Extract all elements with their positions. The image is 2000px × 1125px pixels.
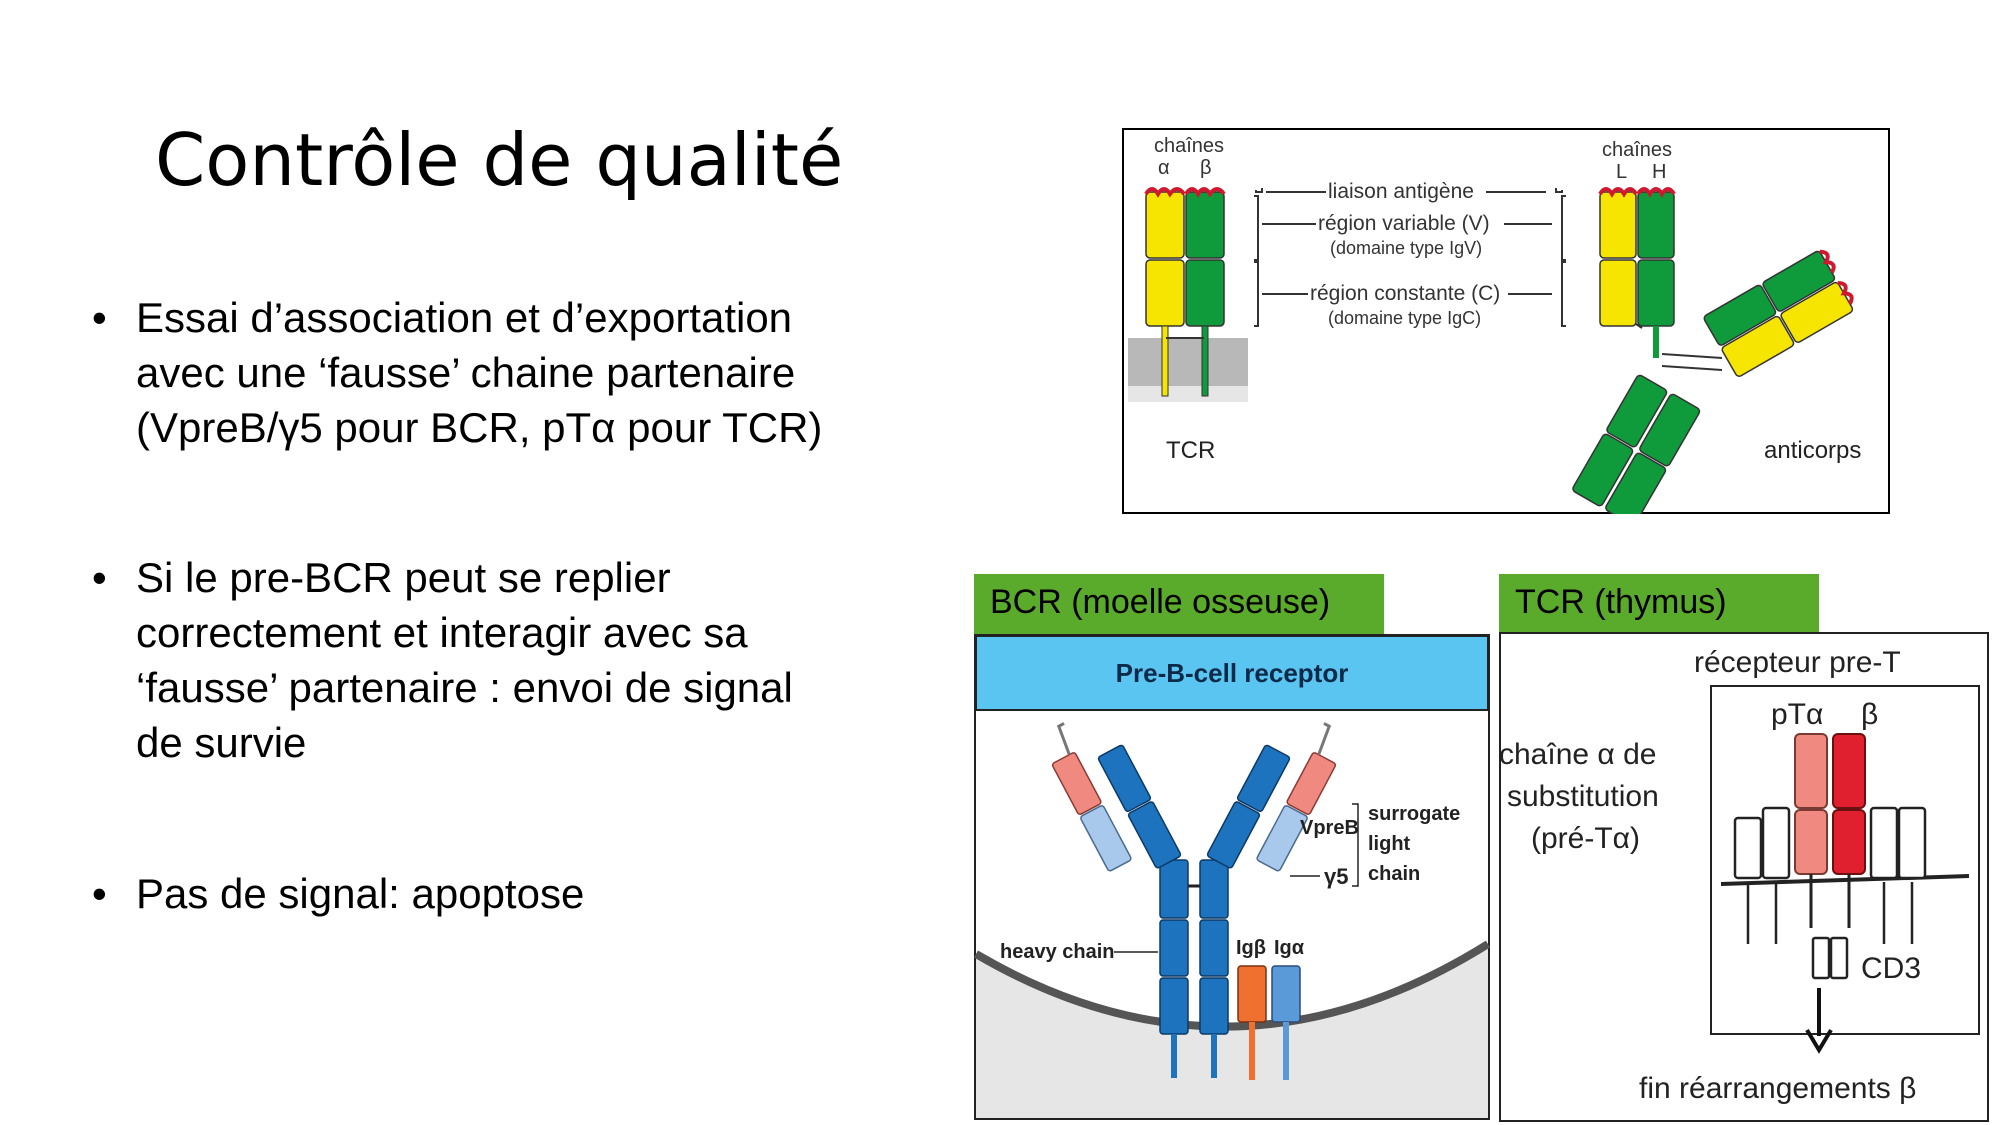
ig-beta-chain — [1237, 965, 1267, 1080]
beta-label: β — [1200, 157, 1212, 179]
cell-interior — [976, 944, 1488, 1118]
page-title: Contrôle de qualité — [155, 118, 844, 202]
substitution-line1: chaîne α de — [1499, 738, 1656, 771]
surrogate-light-chain-right — [1256, 722, 1337, 872]
pta-chain — [1794, 733, 1828, 928]
igb-label: Igβ — [1236, 937, 1266, 959]
bullet-line: correctement et interagir avec sa — [136, 609, 748, 656]
bullet-line: Si le pre-BCR peut se replier — [136, 554, 671, 601]
cd3-label: CD3 — [1861, 952, 1921, 985]
iga-label: Igα — [1274, 937, 1305, 959]
bullet-dot: • — [92, 554, 107, 601]
antibody-fab-vertical — [1598, 187, 1676, 358]
constant-region-label: région constante (C) — [1310, 282, 1500, 305]
bullet-dot: • — [92, 294, 107, 341]
bullet-line: de survie — [136, 719, 307, 766]
bullet-item: • Essai d’association et d’exportation a… — [92, 290, 956, 455]
surrogate-label: surrogate — [1368, 803, 1460, 825]
bullet-line: ‘fausse’ partenaire : envoi de signal — [136, 664, 793, 711]
variable-domain-label: (domaine type IgV) — [1330, 238, 1482, 258]
light-label: L — [1616, 161, 1627, 183]
end-rearrangements-label: fin réarrangements β — [1639, 1072, 1916, 1105]
beta-label: β — [1861, 698, 1878, 731]
antibody-fc — [1572, 374, 1701, 514]
tcr-chains-label: chaînes — [1154, 135, 1224, 157]
gamma5-label: γ5 — [1324, 864, 1348, 889]
pta-label: pTα — [1771, 698, 1823, 731]
tcr-alpha-chain — [1144, 187, 1186, 397]
heavy-chain — [1097, 744, 1291, 1078]
alpha-label: α — [1158, 157, 1170, 179]
cd3-chains — [1733, 806, 1927, 980]
antigen-binding-label: liaison antigène — [1328, 180, 1474, 203]
bullet-line: avec une ‘fausse’ chaine partenaire — [136, 349, 796, 396]
vpreb-label: VpreB — [1300, 817, 1359, 839]
bullet-item: • Pas de signal: apoptose — [92, 866, 956, 921]
ig-alpha-chain — [1271, 965, 1301, 1080]
bullet-dot: • — [92, 870, 107, 917]
surrogate-light-chain-left — [1051, 722, 1132, 872]
bcr-header: Pre-B-cell receptor — [1116, 658, 1349, 688]
bullet-line: Essai d’association et d’exportation — [136, 294, 793, 341]
pre-tcr-diagram: récepteur pre-T chaîne α de substitution… — [1499, 632, 1989, 1122]
bullet-line: Pas de signal: apoptose — [136, 870, 585, 917]
tcr-beta-chain — [1166, 187, 1226, 397]
tcr-tag: TCR (thymus) — [1499, 574, 1819, 634]
bullet-line: (VpreB/γ5 pour BCR, pTα pour TCR) — [136, 404, 823, 451]
bullet-item: • Si le pre-BCR peut se replier correcte… — [92, 550, 956, 770]
membrane-line — [1720, 874, 1970, 886]
antibody-chains-label: chaînes — [1602, 139, 1672, 161]
tcr-antibody-diagram: chaînes α β TCR liaison antigène région … — [1122, 128, 1890, 514]
tcr-label: TCR — [1166, 437, 1215, 464]
bcr-header-bar — [975, 635, 1489, 711]
light-label: light — [1368, 833, 1411, 855]
antibody-fab-diagonal — [1703, 249, 1854, 377]
pre-t-receptor-label: récepteur pre-T — [1694, 646, 1901, 679]
tcr-beta-chain — [1832, 733, 1866, 928]
membrane — [1128, 338, 1248, 386]
heavy-chain-label: heavy chain — [1000, 941, 1115, 963]
bcr-tag: BCR (moelle osseuse) — [974, 574, 1384, 634]
constant-domain-label: (domaine type IgC) — [1328, 308, 1481, 328]
pre-tcr-box — [1710, 685, 1980, 1035]
chain-label: chain — [1368, 863, 1420, 885]
substitution-line2: substitution — [1507, 780, 1659, 813]
down-arrow-icon — [1805, 988, 1833, 1054]
antibody-label: anticorps — [1764, 437, 1861, 464]
variable-region-label: région variable (V) — [1318, 212, 1490, 235]
heavy-label: H — [1652, 161, 1666, 183]
substitution-line3: (pré-Tα) — [1531, 822, 1640, 855]
pre-bcr-diagram: Pre-B-cell receptor VpreB γ5 — [974, 634, 1490, 1120]
